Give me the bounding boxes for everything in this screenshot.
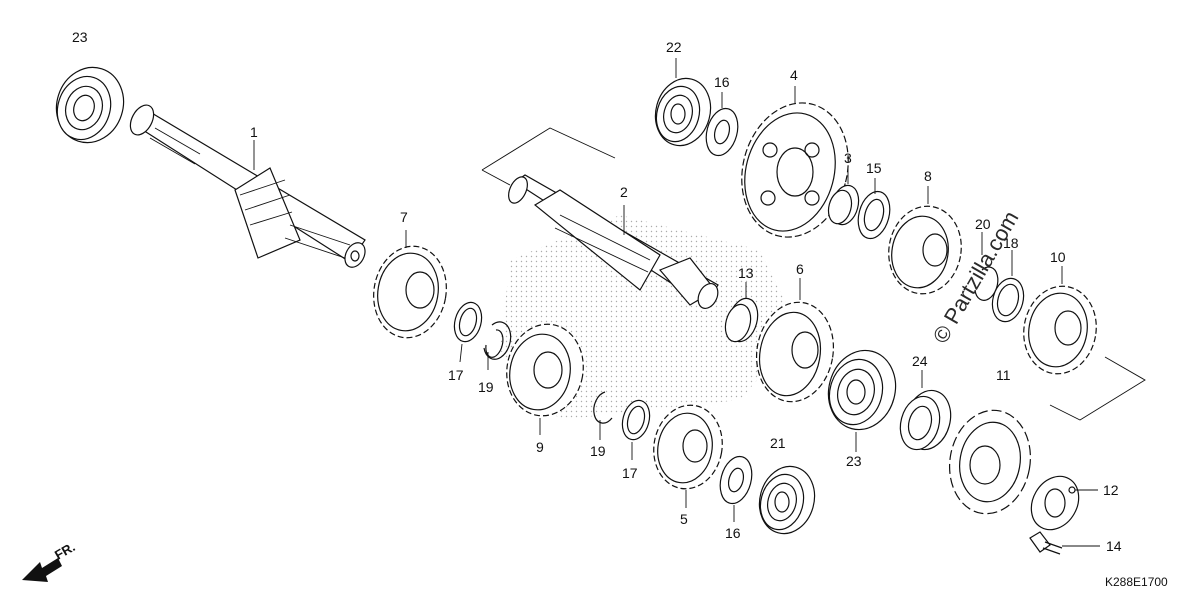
- front-arrow-icon: [22, 558, 62, 582]
- circlip-19-upper[interactable]: [483, 321, 512, 370]
- callout-3[interactable]: 3: [844, 150, 852, 166]
- washer-18[interactable]: [988, 250, 1028, 325]
- washer-17-lower[interactable]: [618, 397, 653, 460]
- bushing-13[interactable]: [721, 282, 762, 345]
- callout-18[interactable]: 18: [1003, 235, 1019, 251]
- washer-16-lower[interactable]: [715, 453, 756, 522]
- callout-1[interactable]: 1: [250, 124, 258, 140]
- callout-10[interactable]: 10: [1050, 249, 1066, 265]
- callout-6[interactable]: 6: [796, 261, 804, 277]
- countershaft-2[interactable]: [505, 174, 722, 312]
- callout-12[interactable]: 12: [1103, 482, 1119, 498]
- callout-15[interactable]: 15: [866, 160, 882, 176]
- bearing-23-lower[interactable]: [820, 343, 904, 452]
- callout-4[interactable]: 4: [790, 67, 798, 83]
- bearing-21[interactable]: [752, 460, 822, 540]
- callout-2[interactable]: 2: [620, 184, 628, 200]
- callout-labels: 23 1 7 17 19 9 2 22 16 4 3 15 8 20 18 10…: [72, 29, 1122, 554]
- bushing-3[interactable]: [825, 168, 863, 228]
- front-direction-indicator: FR.: [22, 539, 78, 582]
- callout-20[interactable]: 20: [975, 216, 991, 232]
- callout-17-lower[interactable]: 17: [622, 465, 638, 481]
- bearing-22[interactable]: [648, 58, 718, 152]
- callout-24[interactable]: 24: [912, 353, 928, 369]
- drive-sprocket-11[interactable]: [942, 404, 1039, 520]
- gear-10[interactable]: [1017, 266, 1103, 380]
- gear-9[interactable]: [500, 318, 591, 435]
- washer-15[interactable]: [853, 178, 894, 242]
- callout-13[interactable]: 13: [738, 265, 754, 281]
- gear-7[interactable]: [367, 230, 454, 344]
- fixing-plate-12[interactable]: [1022, 468, 1098, 538]
- callout-23-upper[interactable]: 23: [72, 29, 88, 45]
- gear-8[interactable]: [882, 186, 968, 300]
- gear-6[interactable]: [749, 278, 841, 408]
- front-label: FR.: [52, 539, 78, 562]
- mainshaft-1[interactable]: [126, 101, 369, 271]
- oil-seal-24[interactable]: [895, 370, 957, 455]
- bearing-23-upper[interactable]: [47, 59, 133, 152]
- drawing-code: K288E1700: [1105, 575, 1168, 589]
- bolt-14[interactable]: [1029, 531, 1100, 555]
- callout-7[interactable]: 7: [400, 209, 408, 225]
- callout-23-lower[interactable]: 23: [846, 453, 862, 469]
- callout-11[interactable]: 11: [996, 367, 1011, 383]
- gear-5[interactable]: [647, 400, 729, 508]
- callout-17-upper[interactable]: 17: [448, 367, 464, 383]
- callout-19-lower[interactable]: 19: [590, 443, 606, 459]
- callout-22[interactable]: 22: [666, 39, 682, 55]
- callout-8[interactable]: 8: [924, 168, 932, 184]
- callout-21[interactable]: 21: [770, 435, 786, 451]
- assembly-bracket: [481, 127, 1146, 421]
- callout-16-lower[interactable]: 16: [725, 525, 741, 541]
- callout-14[interactable]: 14: [1106, 538, 1122, 554]
- gear-4[interactable]: [727, 86, 863, 249]
- callout-16-upper[interactable]: 16: [714, 74, 730, 90]
- washer-17-upper[interactable]: [450, 299, 485, 363]
- callout-19-upper[interactable]: 19: [478, 379, 494, 395]
- washer-16-upper[interactable]: [701, 92, 742, 159]
- callout-9[interactable]: 9: [536, 439, 544, 455]
- callout-5[interactable]: 5: [680, 511, 688, 527]
- circlip-19-lower[interactable]: [593, 391, 613, 440]
